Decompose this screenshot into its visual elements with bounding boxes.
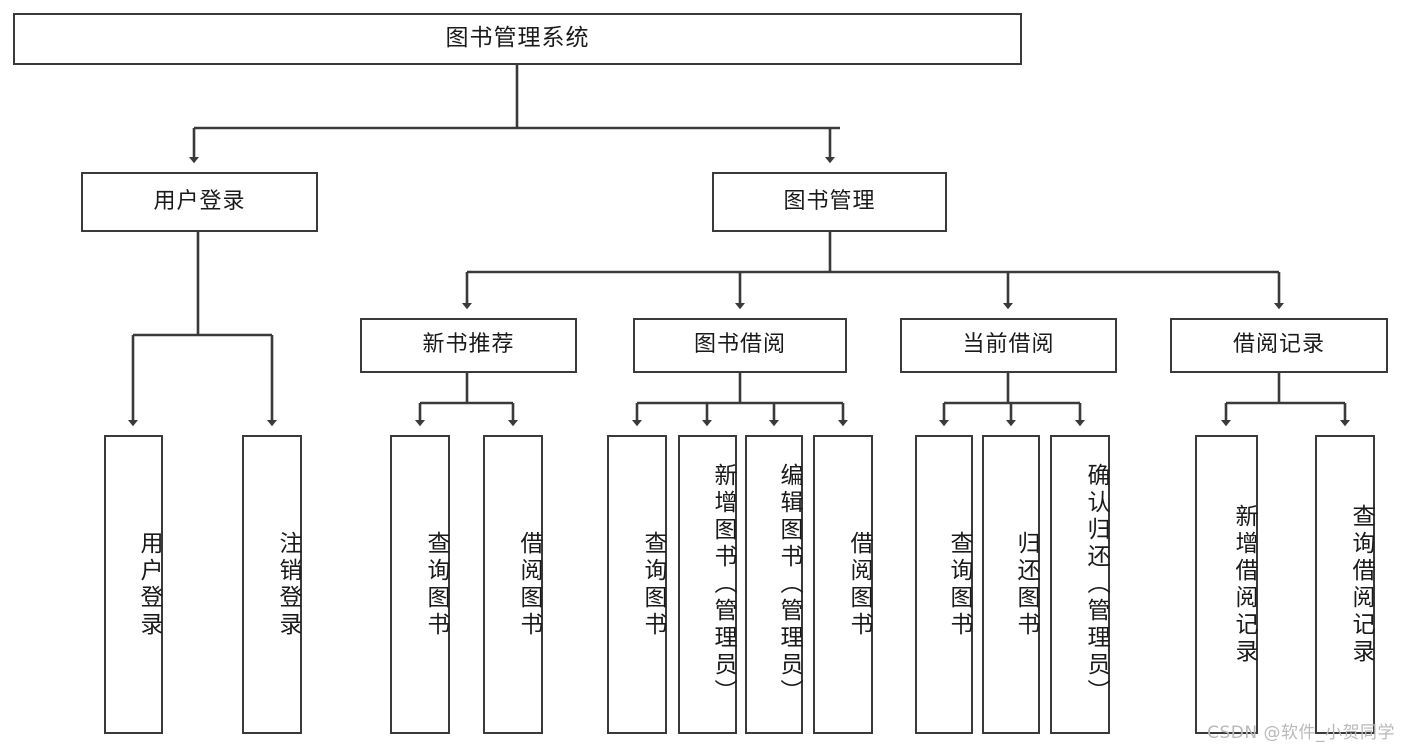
leaf-borrow-book-rec[interactable]: 借阅图书	[483, 435, 543, 734]
leaf-query-book-rec-label: 查询图书	[423, 530, 449, 639]
node-borrow-record[interactable]: 借阅记录	[1170, 318, 1388, 373]
leaf-query-book-bor[interactable]: 查询图书	[607, 435, 667, 734]
leaf-add-borrow-record-label: 新增借阅记录	[1231, 503, 1257, 666]
node-borrow-record-label: 借阅记录	[1232, 332, 1325, 358]
leaf-query-borrow-record-label: 查询借阅记录	[1348, 503, 1374, 666]
node-new-book-recommend[interactable]: 新书推荐	[360, 318, 577, 373]
leaf-confirm-return[interactable]: 确认归还（管理员）	[1050, 435, 1110, 734]
leaf-logout-login-label: 注销登录	[275, 530, 301, 639]
node-current-borrow[interactable]: 当前借阅	[900, 318, 1117, 373]
leaf-return-book[interactable]: 归还图书	[982, 435, 1040, 734]
leaf-edit-book[interactable]: 编辑图书（管理员）	[745, 435, 803, 734]
node-book-manage[interactable]: 图书管理	[712, 172, 947, 232]
node-root[interactable]: 图书管理系统	[13, 13, 1022, 65]
leaf-add-book[interactable]: 新增图书（管理员）	[678, 435, 737, 734]
node-book-borrow-label: 图书借阅	[693, 332, 786, 358]
leaf-user-login[interactable]: 用户登录	[104, 435, 163, 734]
leaf-confirm-return-label: 确认归还（管理员）	[1083, 463, 1109, 706]
node-new-book-recommend-label: 新书推荐	[422, 332, 515, 358]
leaf-borrow-book-bor[interactable]: 借阅图书	[813, 435, 873, 734]
leaf-add-book-label: 新增图书（管理员）	[710, 463, 736, 706]
leaf-borrow-book-bor-label: 借阅图书	[846, 530, 872, 639]
node-book-manage-label: 图书管理	[783, 188, 876, 214]
node-root-label: 图书管理系统	[445, 25, 590, 52]
leaf-return-book-label: 归还图书	[1013, 530, 1039, 639]
watermark: CSDN @软件_小贺同学	[1207, 723, 1395, 743]
leaf-logout-login[interactable]: 注销登录	[242, 435, 302, 734]
node-user-login-label: 用户登录	[153, 188, 246, 214]
node-current-borrow-label: 当前借阅	[962, 332, 1055, 358]
leaf-borrow-book-rec-label: 借阅图书	[516, 530, 542, 639]
leaf-add-borrow-record[interactable]: 新增借阅记录	[1195, 435, 1258, 734]
leaf-query-book-cur-label: 查询图书	[946, 530, 972, 639]
leaf-query-book-bor-label: 查询图书	[640, 530, 666, 639]
leaf-edit-book-label: 编辑图书（管理员）	[776, 463, 802, 706]
node-book-borrow[interactable]: 图书借阅	[633, 318, 847, 373]
node-user-login[interactable]: 用户登录	[81, 172, 318, 232]
leaf-query-borrow-record[interactable]: 查询借阅记录	[1315, 435, 1375, 734]
leaf-query-book-rec[interactable]: 查询图书	[390, 435, 450, 734]
leaf-user-login-label: 用户登录	[136, 530, 162, 639]
leaf-query-book-cur[interactable]: 查询图书	[915, 435, 973, 734]
